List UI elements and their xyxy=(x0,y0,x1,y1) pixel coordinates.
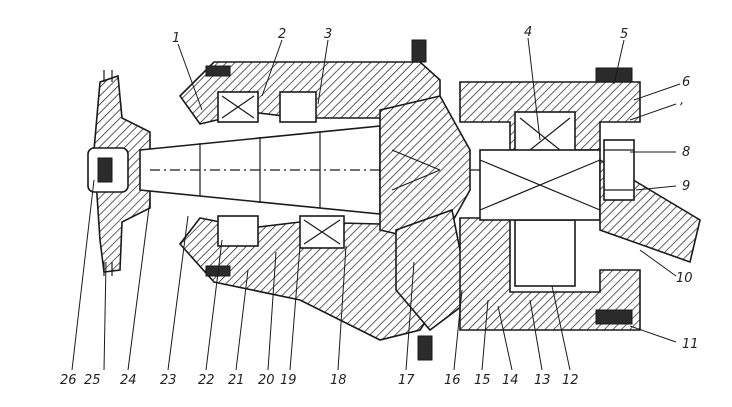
callout-26: 26 xyxy=(60,373,77,388)
ring-gear xyxy=(379,95,471,332)
callout-15: 15 xyxy=(474,373,491,388)
callout-6: 6 xyxy=(682,75,690,90)
callout-19: 19 xyxy=(280,373,297,388)
mounting-studs xyxy=(411,39,433,361)
callout-20: 20 xyxy=(258,373,275,388)
differential-case xyxy=(459,67,641,331)
callout-4: 4 xyxy=(524,25,532,40)
axle-shaft xyxy=(599,139,701,264)
callout-3: 3 xyxy=(324,27,332,42)
callout-18: 18 xyxy=(330,373,347,388)
callout-17: 17 xyxy=(398,373,415,388)
pinion-bearing-housing xyxy=(178,61,441,341)
callout-21: 21 xyxy=(228,373,245,388)
callout-9: 9 xyxy=(682,179,690,194)
callout-10: 10 xyxy=(676,271,693,286)
callout-labels: 1 2 3 4 5 6 , 8 9 10 11 12 13 14 15 16 1… xyxy=(60,25,699,388)
callout-8: 8 xyxy=(682,145,690,160)
callout-25: 25 xyxy=(84,373,101,388)
callout-16: 16 xyxy=(444,373,461,388)
callout-12: 12 xyxy=(562,373,579,388)
callout-1: 1 xyxy=(172,31,180,46)
callout-24: 24 xyxy=(120,373,137,388)
drive-flange xyxy=(87,70,151,276)
callout-23: 23 xyxy=(160,373,177,388)
callout-5: 5 xyxy=(620,27,628,42)
pinion-shaft xyxy=(139,125,560,215)
leader-lines xyxy=(71,37,681,371)
callout-7: , xyxy=(680,93,684,108)
callout-2: 2 xyxy=(278,27,286,42)
callout-22: 22 xyxy=(198,373,215,388)
callout-11: 11 xyxy=(682,337,699,352)
callout-13: 13 xyxy=(534,373,551,388)
callout-14: 14 xyxy=(502,373,519,388)
